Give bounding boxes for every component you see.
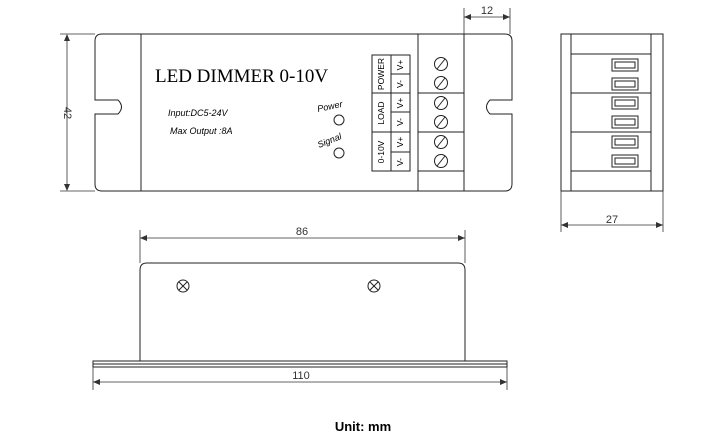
pin-control-v-minus: V- xyxy=(395,158,405,166)
product-title: LED DIMMER 0-10V xyxy=(155,66,328,87)
height-dimension-label: 42 xyxy=(61,107,73,119)
side-view: 27 xyxy=(560,33,664,232)
terminal-label-block: POWER LOAD 0-10V V+ V- V+ V- V+ V- xyxy=(371,54,411,172)
side-depth-dimension: 27 xyxy=(560,191,664,232)
side-depth-label: 27 xyxy=(606,214,618,226)
pin-power-v-minus: V- xyxy=(395,80,405,88)
overall-length-dimension: 110 xyxy=(92,367,508,390)
screw-icon xyxy=(434,57,448,71)
front-view: 86 110 xyxy=(92,226,508,390)
signal-led-label: Signal xyxy=(316,131,344,150)
power-led xyxy=(333,114,345,126)
top-view-outline xyxy=(94,33,513,192)
body-length-label: 86 xyxy=(296,226,308,238)
group-power-label: POWER xyxy=(376,58,386,90)
mounting-screw-icon xyxy=(367,279,381,293)
mounting-screw-icon xyxy=(176,279,190,293)
body-length-dimension: 86 xyxy=(139,226,466,263)
pin-power-v-plus: V+ xyxy=(395,60,405,71)
terminal-block xyxy=(417,33,465,192)
front-view-outline xyxy=(139,262,466,361)
terminal-openings xyxy=(611,58,639,168)
screw-icon xyxy=(434,115,448,129)
screw-icon xyxy=(434,96,448,110)
screw-icon xyxy=(434,135,448,149)
output-spec: Max Output :8A xyxy=(170,126,233,136)
input-spec: Input:DC5-24V xyxy=(168,108,229,118)
group-load-label: LOAD xyxy=(376,101,386,124)
pin-load-v-minus: V- xyxy=(395,118,405,126)
signal-led xyxy=(333,147,345,159)
height-dimension: 42 xyxy=(60,33,95,192)
group-control-label: 0-10V xyxy=(376,140,386,163)
power-led-label: Power xyxy=(316,99,344,114)
terminal-depth-dimension: 12 xyxy=(463,5,511,34)
screw-icon xyxy=(434,76,448,90)
pin-control-v-plus: V+ xyxy=(395,137,405,148)
overall-length-label: 110 xyxy=(292,370,310,382)
unit-note: Unit: mm xyxy=(335,419,391,434)
screw-icon xyxy=(434,154,448,168)
terminal-depth-label: 12 xyxy=(481,5,493,17)
terminal-screws xyxy=(434,57,448,168)
pin-load-v-plus: V+ xyxy=(395,98,405,109)
top-view: LED DIMMER 0-10V Input:DC5-24V Max Outpu… xyxy=(60,5,513,192)
